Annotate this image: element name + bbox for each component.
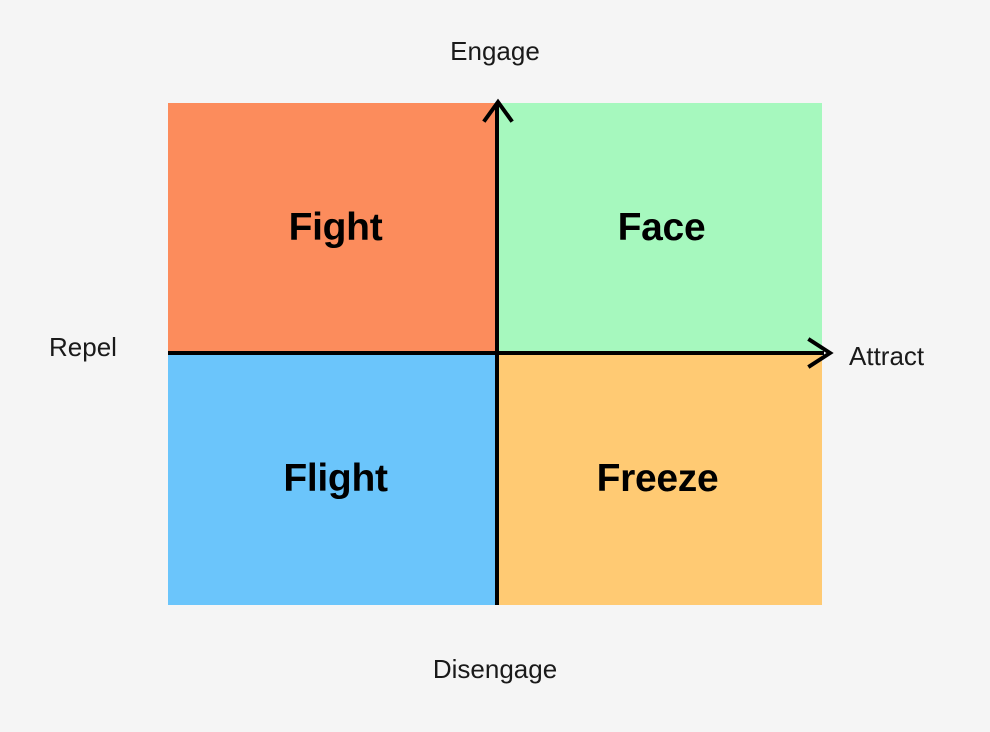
axis-label-engage: Engage bbox=[450, 36, 540, 66]
quadrant-label-flight: Flight bbox=[283, 456, 388, 500]
quadrant-bottom-left[interactable]: Flight bbox=[168, 353, 497, 605]
quadrant-label-fight: Fight bbox=[288, 205, 383, 249]
quadrant-label-face: Face bbox=[617, 205, 706, 249]
axis-label-disengage: Disengage bbox=[432, 654, 558, 684]
quadrant-top-left[interactable]: Fight bbox=[168, 103, 497, 353]
axis-label-attract: Attract bbox=[849, 341, 925, 371]
quadrant-top-right[interactable]: Face bbox=[497, 103, 822, 353]
quadrant-label-freeze: Freeze bbox=[596, 456, 719, 500]
quadrant-bottom-right[interactable]: Freeze bbox=[497, 353, 822, 605]
quadrant-matrix: Fight Face Flight Freeze bbox=[168, 103, 822, 605]
axis-label-repel: Repel bbox=[49, 332, 117, 362]
